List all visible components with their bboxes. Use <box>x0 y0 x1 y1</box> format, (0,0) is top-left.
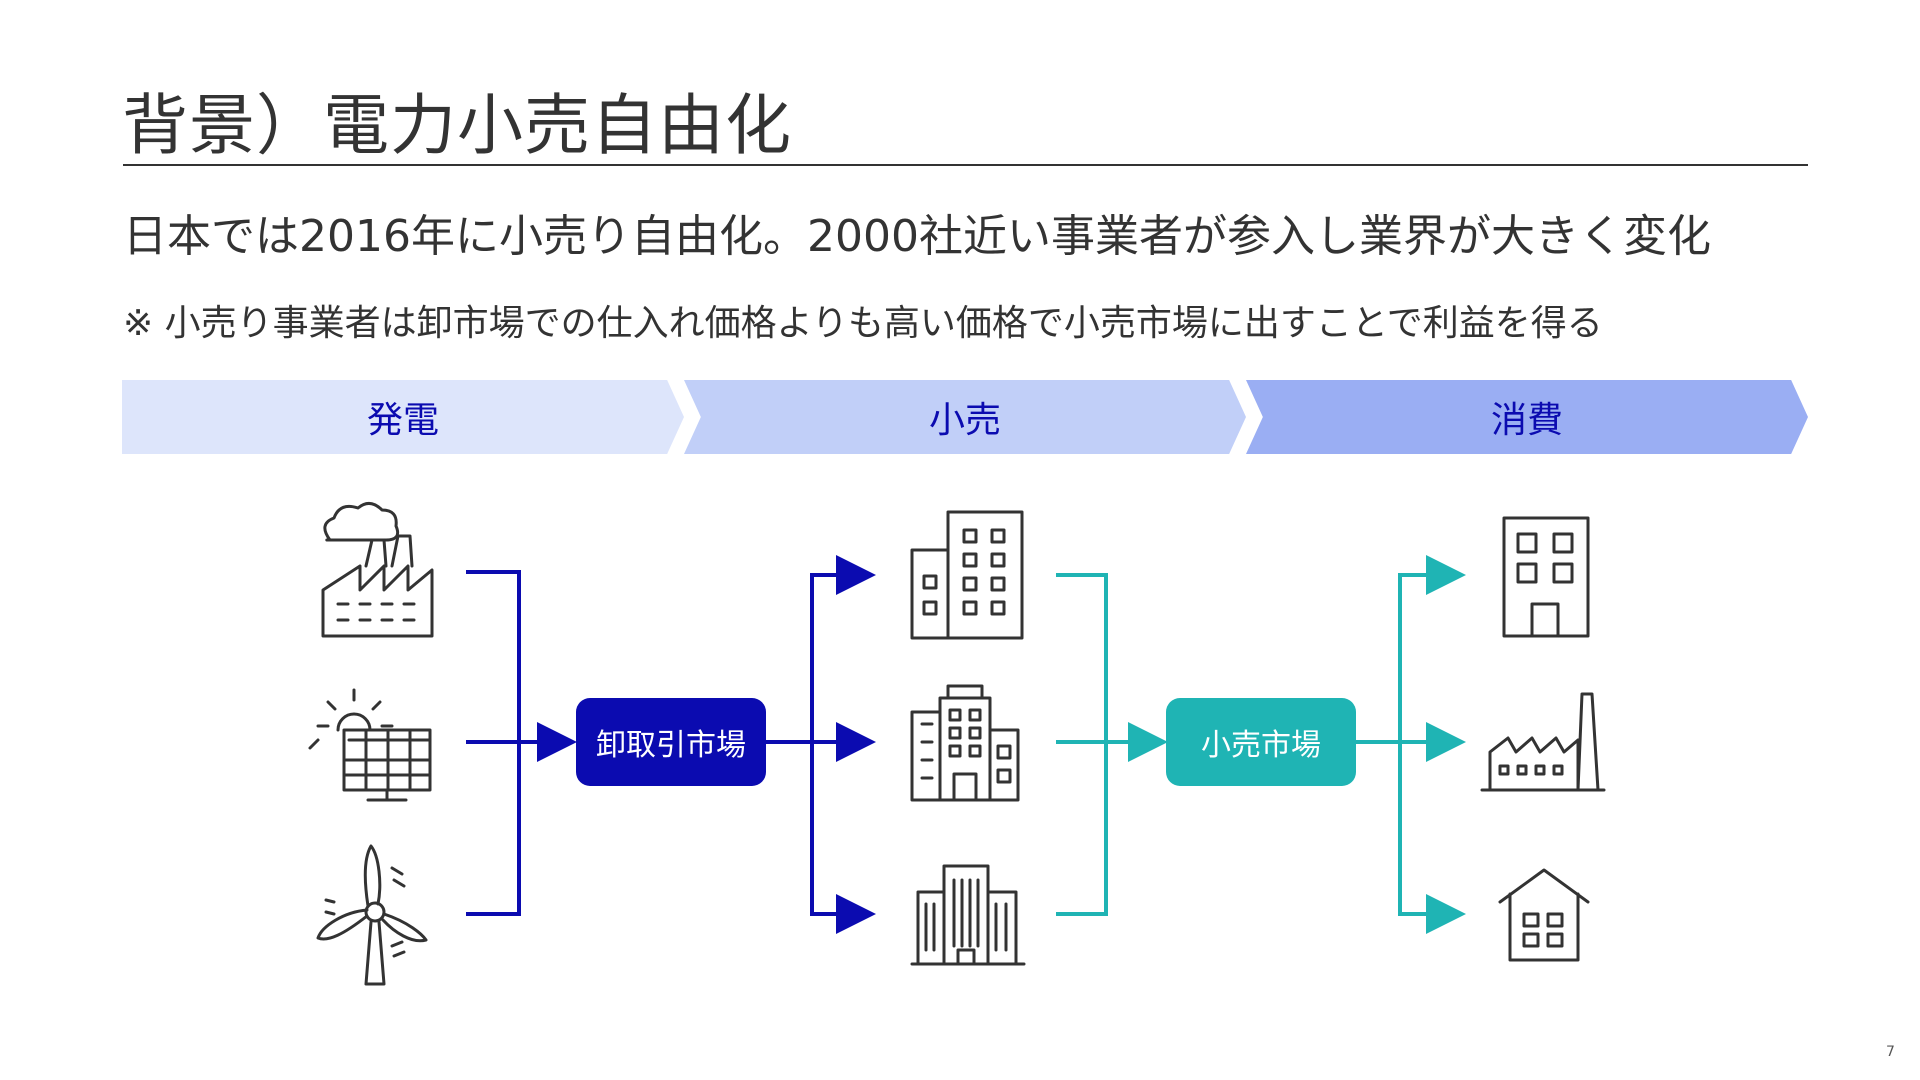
office-building-icon <box>910 684 1020 802</box>
stage-generation: 発電 <box>122 380 684 454</box>
retailers-to-retail-market-connector <box>1056 573 1168 916</box>
factory-cloud-icon <box>321 502 434 638</box>
stage-retail: 小売 <box>684 380 1246 454</box>
note: ※ 小売り事業者は卸市場での仕入れ価格よりも高い価格で小売市場に出すことで利益を… <box>123 303 1603 344</box>
retail-market-label: 小売市場 <box>1201 728 1321 763</box>
page-title: 背景）電力小売自由化 <box>122 87 792 164</box>
wind-turbine-icon <box>316 844 428 986</box>
retail-market-box: 小売市場 <box>1166 698 1356 786</box>
stage-retail-label: 小売 <box>928 400 1001 441</box>
stage-consumption-label: 消費 <box>1490 400 1563 441</box>
subtitle: 日本では2016年に小売り自由化。2000社近い事業者が参入し業界が大きく変化 <box>123 211 1711 262</box>
factory-icon <box>1480 692 1606 792</box>
office-building-icon <box>910 510 1024 640</box>
building-icon <box>1502 516 1590 638</box>
wholesale-market-label: 卸取引市場 <box>596 728 746 763</box>
wholesale-to-retailers-connector <box>766 555 876 934</box>
retail-market-to-consumers-connector <box>1356 555 1466 934</box>
stage-consumption: 消費 <box>1246 380 1808 454</box>
wholesale-market-box: 卸取引市場 <box>576 698 766 786</box>
page-number: 7 <box>1886 1044 1895 1060</box>
generation-to-wholesale-connector <box>466 570 577 916</box>
office-building-icon <box>910 864 1026 966</box>
house-icon <box>1498 868 1590 962</box>
title-divider <box>123 164 1808 166</box>
stage-generation-label: 発電 <box>366 400 439 441</box>
solar-panel-icon <box>308 688 432 802</box>
